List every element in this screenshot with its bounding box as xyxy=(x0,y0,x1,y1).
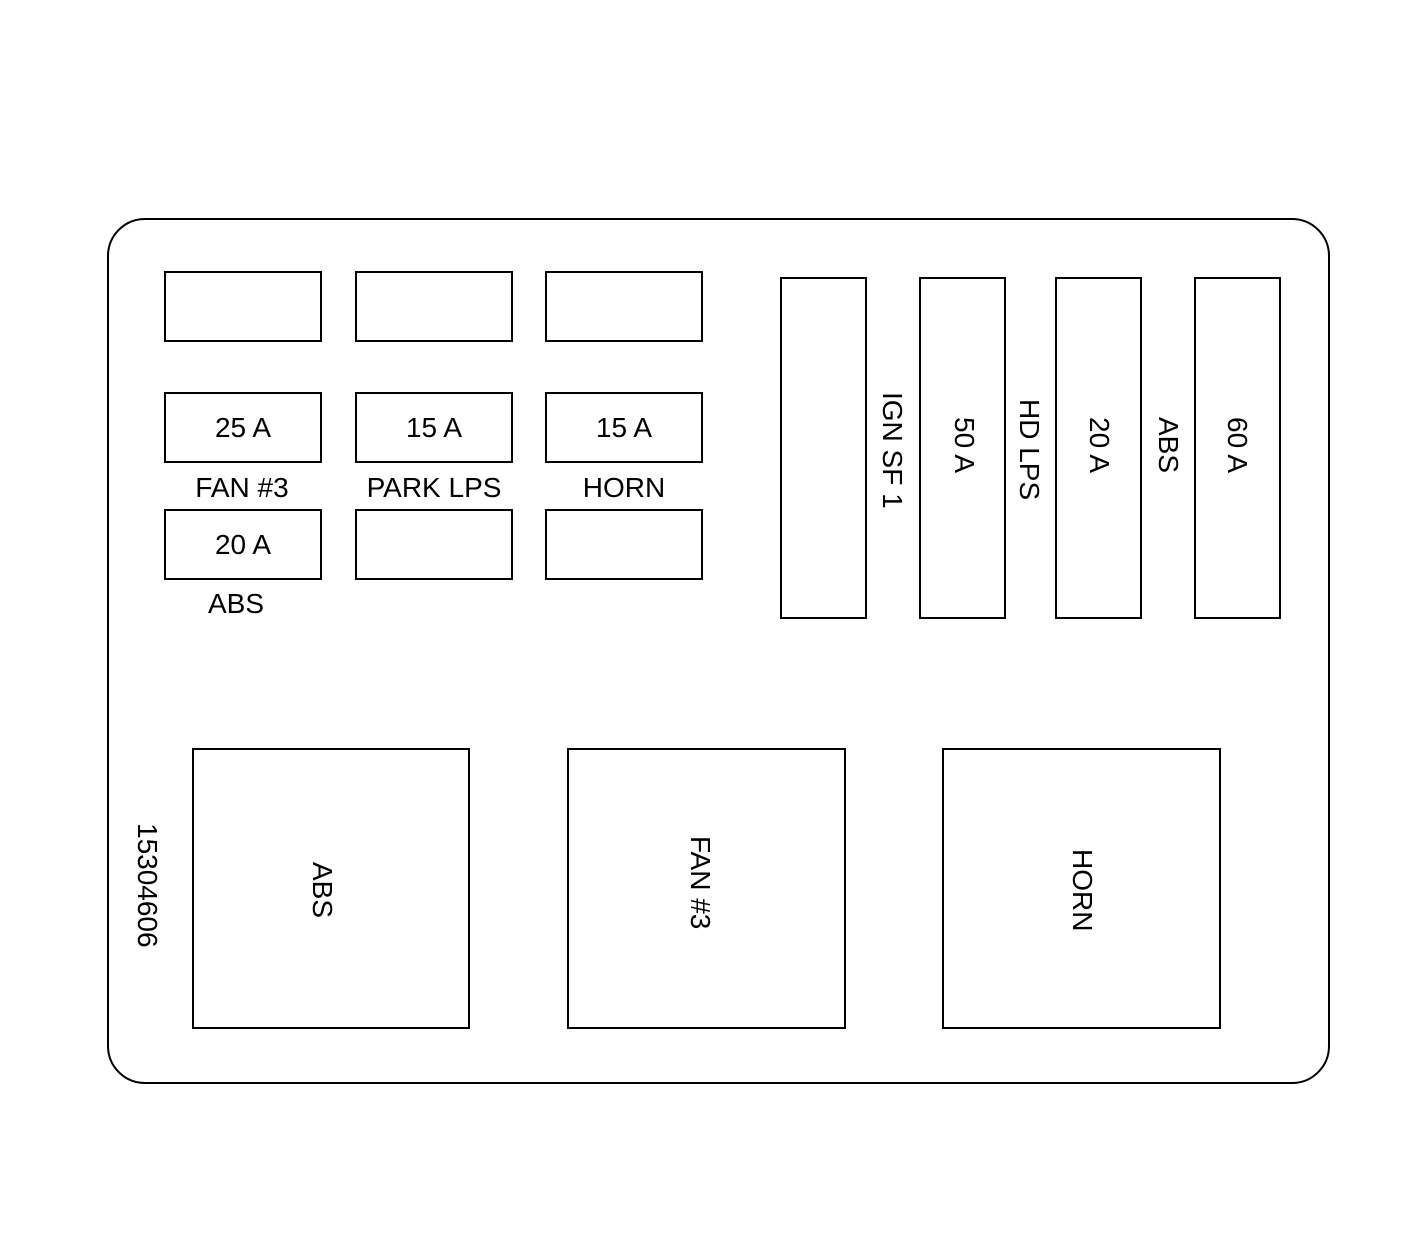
maxi-fuse-abs-rating: 20 A xyxy=(1084,416,1115,474)
relay-fan3 xyxy=(567,748,846,1029)
maxi-fuse-hd-lps-rating: 50 A xyxy=(949,416,980,474)
fuse-fan3-label: FAN #3 xyxy=(195,472,289,503)
fuse-slot-empty xyxy=(545,271,703,342)
fuse-horn-rating: 15 A xyxy=(545,392,703,463)
fuse-park-lps-rating: 15 A xyxy=(355,392,513,463)
fuse-park-lps-label: PARK LPS xyxy=(366,472,502,503)
relay-abs-label: ABS xyxy=(307,861,338,919)
maxi-fuse-hd-lps xyxy=(919,277,1006,619)
maxi-fuse-60a-rating: 60 A xyxy=(1222,416,1253,474)
relay-horn-label: HORN xyxy=(1067,848,1098,932)
fuse-horn-label: HORN xyxy=(582,472,666,503)
maxi-fuse-abs-label: ABS xyxy=(1153,416,1184,474)
fuse-abs-label: ABS xyxy=(207,588,265,619)
relay-fan3-label: FAN #3 xyxy=(685,835,716,930)
maxi-fuse-hd-lps-label: HD LPS xyxy=(1014,399,1045,501)
part-number: 15304606 xyxy=(132,822,163,948)
maxi-fuse-60a xyxy=(1194,277,1281,619)
relay-abs xyxy=(192,748,470,1029)
fuse-fan3-rating: 25 A xyxy=(164,392,322,463)
fuse-slot-empty xyxy=(355,271,513,342)
fuse-block-outline xyxy=(107,218,1330,1084)
fuse-abs-rating: 20 A xyxy=(164,509,322,580)
fuse-slot-empty xyxy=(355,509,513,580)
maxi-fuse-ign-sf1 xyxy=(780,277,867,619)
fuse-slot-empty xyxy=(545,509,703,580)
maxi-fuse-abs xyxy=(1055,277,1142,619)
fuse-slot-empty xyxy=(164,271,322,342)
relay-horn xyxy=(942,748,1221,1029)
maxi-fuse-ign-sf1-label: IGN SF 1 xyxy=(877,391,908,509)
